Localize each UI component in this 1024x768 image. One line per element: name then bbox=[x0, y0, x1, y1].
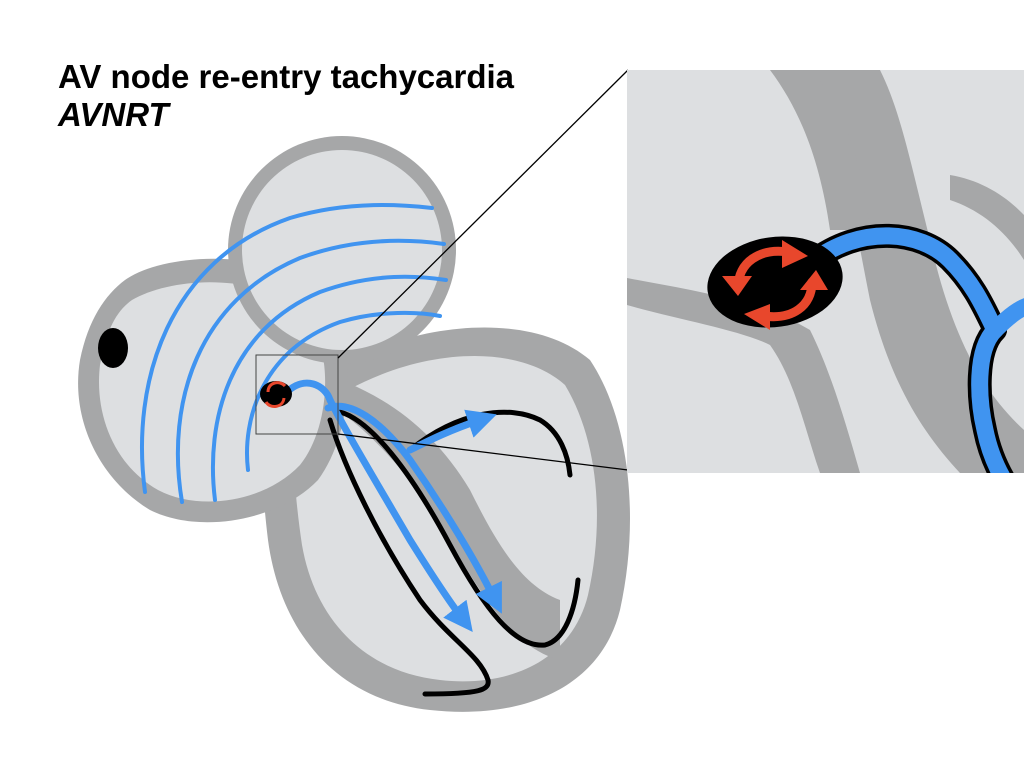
title-line: AV node re-entry tachycardia bbox=[58, 58, 515, 95]
inset-bundle-branch bbox=[986, 298, 1024, 339]
wavefront bbox=[175, 238, 446, 504]
inset-atrium-wall bbox=[770, 70, 870, 230]
av-node bbox=[260, 381, 292, 407]
conduction-arrow bbox=[326, 396, 473, 632]
zoom-connectors bbox=[337, 69, 629, 471]
inset-upper-wall bbox=[950, 175, 1024, 260]
inset-his-bundle bbox=[803, 227, 1004, 339]
reentry-arrow bbox=[264, 397, 286, 408]
connector-line bbox=[337, 433, 629, 471]
conduction-arrow bbox=[324, 402, 502, 614]
reentry-arrowhead bbox=[782, 240, 808, 268]
ventricular-conduction bbox=[283, 379, 502, 632]
conduction-arrow bbox=[406, 409, 497, 454]
inset-lower-wall bbox=[627, 278, 860, 473]
zoom-region-box bbox=[255, 354, 339, 435]
septal-branch-inner bbox=[327, 417, 491, 697]
his-bundle-path bbox=[283, 379, 334, 404]
wavefront bbox=[210, 274, 448, 502]
wavefront bbox=[140, 203, 434, 494]
av-node-small bbox=[260, 381, 292, 408]
zoom-inset bbox=[627, 70, 1024, 473]
connector-line bbox=[337, 69, 629, 359]
reentry-arrowhead bbox=[744, 304, 770, 330]
reentry-arrow bbox=[266, 381, 287, 393]
sinus-node bbox=[98, 328, 128, 368]
reentry-arrowhead bbox=[800, 270, 828, 290]
reentry-arrowhead bbox=[722, 276, 752, 296]
slide-title: AV node re-entry tachycardia AVNRT bbox=[58, 58, 514, 134]
left-atrium-cavity bbox=[242, 150, 442, 350]
av-node-large bbox=[707, 236, 843, 330]
wavefront bbox=[245, 310, 442, 472]
inset-bundle-branch bbox=[971, 321, 1010, 473]
subtitle-line: AVNRT bbox=[58, 96, 169, 133]
heart bbox=[78, 136, 630, 712]
atrial-wavefronts bbox=[140, 203, 448, 504]
left-bundle-branch bbox=[407, 409, 573, 478]
